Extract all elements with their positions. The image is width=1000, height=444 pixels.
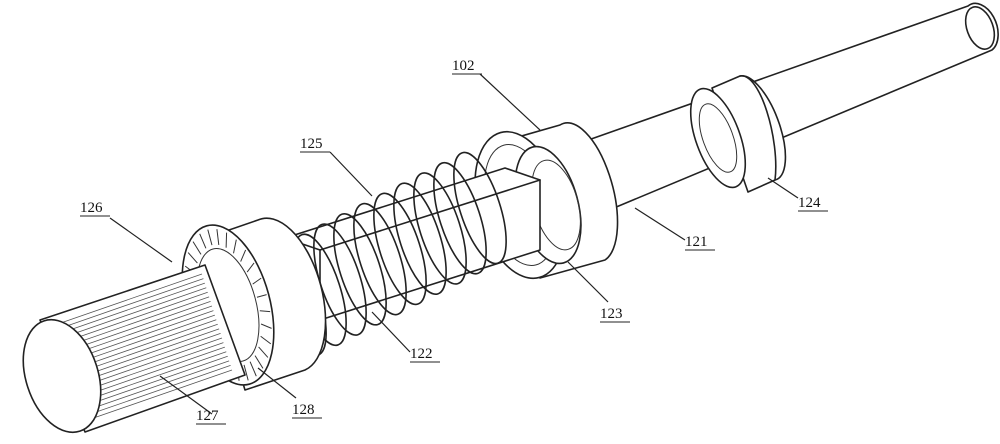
gear-tooth: [252, 277, 262, 285]
label-126: 126: [80, 200, 103, 216]
spline-groove: [80, 365, 231, 418]
label-121: 121: [685, 234, 708, 250]
label-122: 122: [410, 346, 433, 362]
spline-groove: [77, 355, 228, 409]
label-125: 125: [300, 136, 323, 152]
gear-tooth: [260, 335, 272, 345]
gear-tooth: [260, 323, 272, 329]
gear-tooth: [216, 229, 220, 245]
gear-tooth: [246, 262, 255, 273]
gear-tooth: [243, 364, 249, 381]
leader-102: [479, 73, 541, 131]
spline-groove: [57, 291, 208, 345]
leader-128: [257, 367, 297, 399]
gear-tooth: [199, 233, 207, 249]
leader-121: [634, 207, 686, 241]
leader-125: [329, 151, 373, 197]
gear-tooth: [249, 361, 257, 377]
spring-coil: [453, 151, 507, 265]
spline-groove: [54, 282, 205, 336]
gear-tooth: [207, 229, 213, 246]
spline-groove: [53, 278, 204, 331]
spring-coil: [353, 202, 407, 316]
spring-coil: [433, 161, 487, 275]
label-102: 102: [452, 58, 475, 74]
leader-lines: [109, 73, 799, 415]
spring-coil: [413, 172, 467, 285]
gear-tooth: [256, 294, 267, 298]
gear-tooth: [254, 355, 264, 369]
gear-tooth: [258, 346, 269, 358]
reference-labels: 102 121 122 123 124 125 126 127 128: [80, 58, 828, 425]
gear-tooth: [233, 239, 237, 254]
spring-coil: [333, 213, 387, 326]
label-128: 128: [292, 402, 315, 418]
spring-coil: [393, 182, 447, 295]
rear-shaft: [559, 2, 999, 219]
spring-coil: [373, 192, 427, 306]
collar-124: [689, 75, 787, 193]
gear-tooth: [240, 249, 247, 262]
gear-tooth: [192, 241, 202, 255]
leader-126: [109, 217, 173, 263]
gear-tooth: [259, 310, 271, 313]
label-127: 127: [196, 408, 219, 424]
label-123: 123: [600, 306, 623, 322]
spline-groove: [51, 273, 203, 327]
splined-shaft: [22, 264, 246, 434]
leader-122: [371, 311, 411, 353]
leader-123: [567, 261, 609, 303]
spline-groove: [56, 287, 207, 341]
leader-124: [767, 177, 799, 199]
spline-groove: [81, 369, 233, 423]
spline-groove: [79, 360, 230, 414]
gear-tooth: [187, 252, 198, 264]
leader-127: [159, 375, 213, 415]
label-124: 124: [798, 195, 821, 211]
